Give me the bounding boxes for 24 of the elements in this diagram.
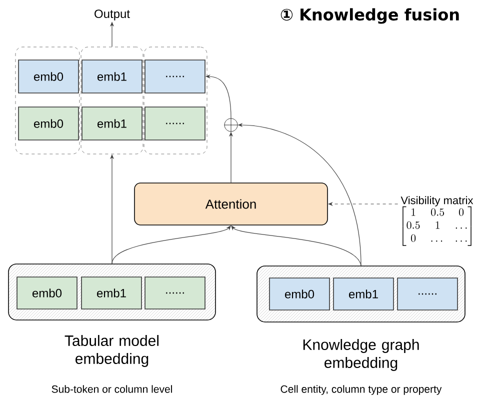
embedding-cell: emb0 (18, 60, 79, 94)
sum-symbol (224, 118, 238, 132)
panel-title: Knowledge graph embedding (303, 339, 419, 371)
column-group (144, 46, 208, 154)
output-label: Output (94, 10, 130, 20)
embedding-cell: emb1 (82, 106, 142, 140)
embedding-cell: ...... (144, 276, 206, 310)
panel-subtitle: Cell entity, column type or property (280, 385, 442, 395)
embedding-cell: emb1 (81, 276, 142, 310)
embedding-cell: emb0 (16, 276, 78, 310)
attention-box: Attention (134, 182, 328, 226)
embedding-cell: ...... (144, 106, 206, 140)
embedding-cell: ...... (397, 278, 458, 310)
panel-title: Tabular model embedding (64, 335, 158, 367)
panel-subtitle: Sub-token or column level (52, 385, 172, 393)
embedding-cell: emb1 (82, 60, 142, 94)
column-group (80, 46, 144, 154)
visibility-matrix: Visibility matrix $\begin{bmatrix} 1 & 0.5 & 0 \\ 0.5 & 1 & \dots \\ 0 & \dots & \dots \end{bmatrix}$ (400, 196, 474, 246)
embedding-cell: emb1 (333, 278, 394, 310)
embedding-cell: ...... (144, 60, 206, 94)
embedding-cell: emb0 (269, 278, 330, 310)
embedding-cell: emb0 (18, 106, 79, 140)
column-group (15, 46, 80, 154)
title: ① Knowledge fusion (280, 8, 459, 24)
